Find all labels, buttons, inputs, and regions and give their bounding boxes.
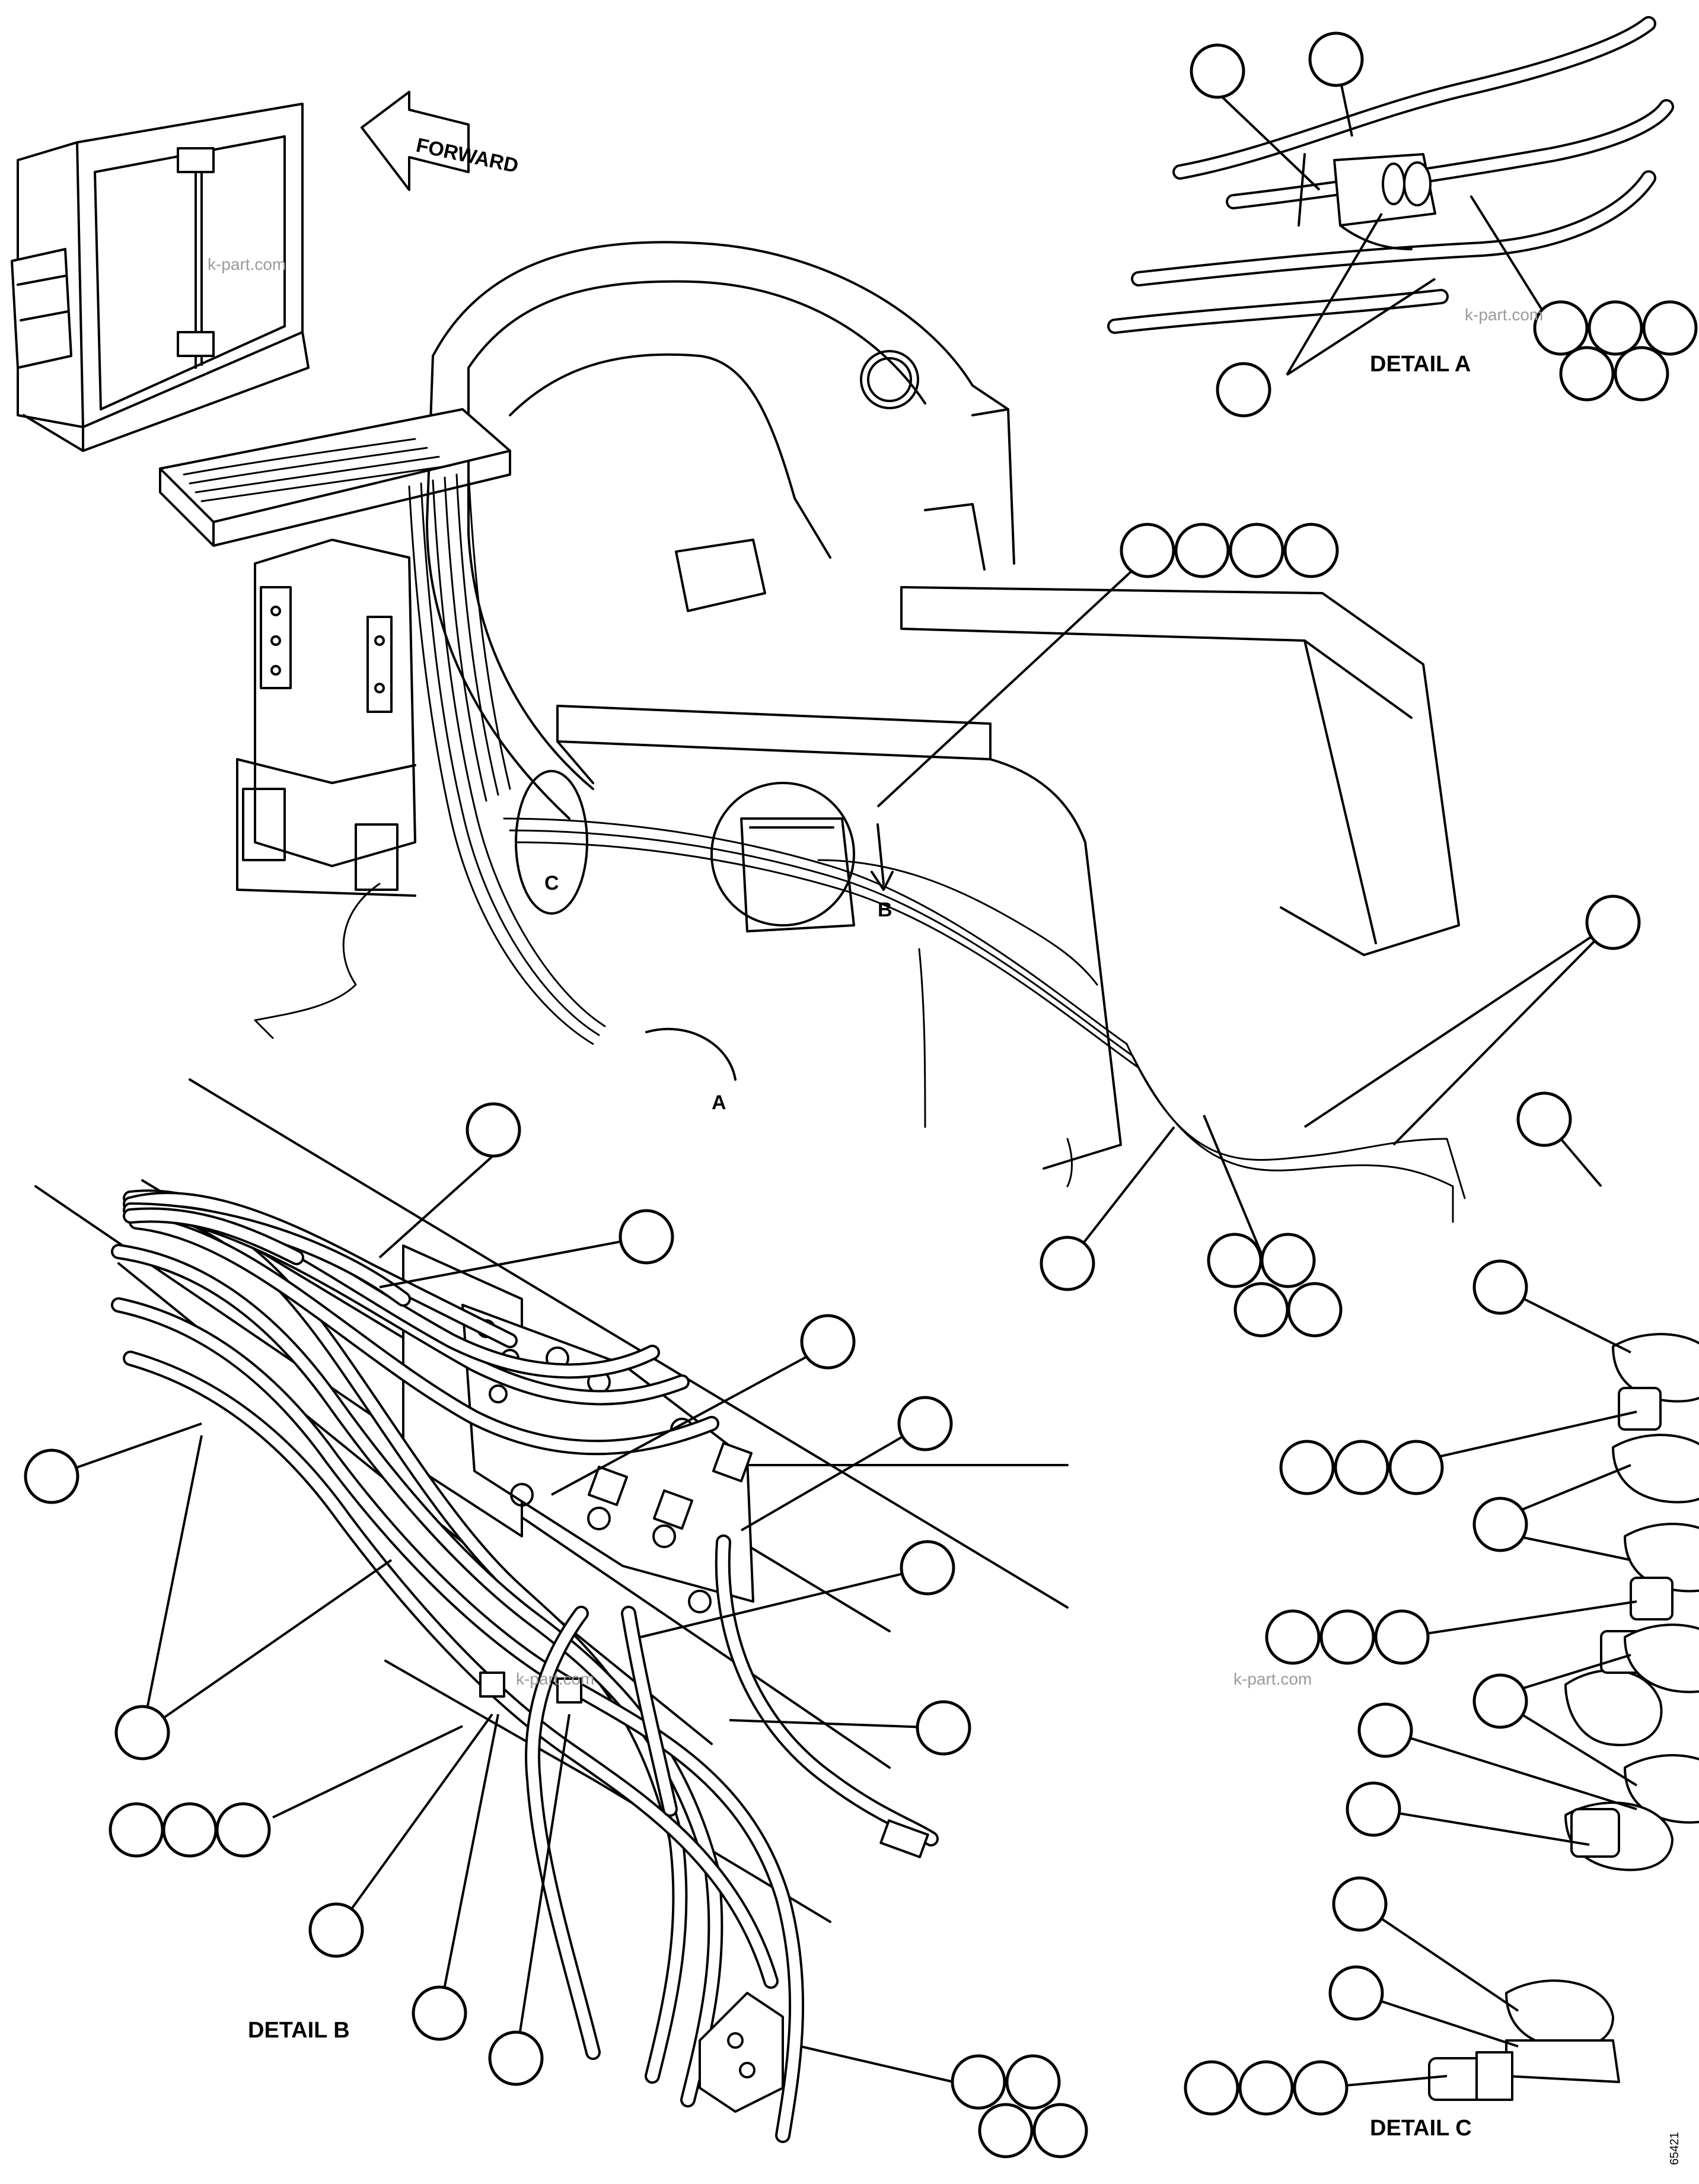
arm-boom — [556, 586, 1460, 1170]
main-assembly: FORWARD — [11, 91, 1466, 1223]
callout-bubble — [1216, 362, 1271, 418]
callout-bubble — [114, 1705, 170, 1760]
callout-bubble — [109, 1802, 164, 1858]
callout-bubble — [1642, 300, 1698, 356]
callout-bubble — [466, 1102, 521, 1158]
clamp-pair-2 — [1624, 1523, 1699, 1693]
callout-bubble — [308, 1902, 364, 1958]
callout-bubble — [1120, 523, 1175, 578]
callout-bubble — [1334, 1440, 1389, 1495]
callout-bubble — [215, 1802, 271, 1858]
callout-bubble — [1040, 1236, 1095, 1291]
drawing-id: 65421 — [1668, 2132, 1681, 2165]
detail-a-title: DETAIL A — [1370, 352, 1471, 377]
callout-bubble — [1238, 2060, 1294, 2116]
callout-bubble — [1190, 43, 1245, 99]
callout-bubble — [1472, 1673, 1528, 1729]
left-housing — [236, 539, 416, 897]
callout-bubble — [951, 2054, 1006, 2110]
callout-bubble — [1588, 300, 1643, 356]
valve-block — [740, 817, 855, 932]
detail-a: DETAIL A — [1107, 16, 1674, 377]
callout-bubble — [24, 1448, 79, 1504]
watermark-text: k-part.com — [1233, 1670, 1312, 1688]
clamp-pair-1 — [1612, 1333, 1699, 1504]
callout-bubble — [1614, 346, 1669, 402]
callout-bubble — [1374, 1609, 1430, 1665]
watermark-text: k-part.com — [208, 255, 286, 273]
view-b-arrow — [871, 823, 894, 891]
callout-bubble — [1308, 31, 1364, 87]
clamp-pair-3 — [1564, 1754, 1699, 1871]
view-c-circle — [515, 770, 588, 915]
callout-bubble — [412, 1985, 467, 2041]
callout-bubble — [488, 2030, 544, 2086]
detail-c-title: DETAIL C — [1370, 2116, 1472, 2141]
hose-tray — [159, 408, 511, 547]
callout-bubble — [900, 1540, 955, 1596]
callout-bubble — [1184, 2060, 1239, 2116]
callout-bubble — [1388, 1440, 1444, 1495]
callout-bubble — [1328, 1965, 1384, 2021]
watermark-text: k-part.com — [1465, 305, 1543, 324]
callout-bubble — [916, 1700, 971, 1756]
callout-bubble — [1229, 523, 1284, 578]
callout-bubble — [1174, 523, 1230, 578]
callout-bubble — [162, 1802, 218, 1858]
callout-bubble — [1279, 1440, 1335, 1495]
callout-bubble — [1283, 523, 1339, 578]
frame-ring — [426, 241, 1015, 820]
callout-bubble — [978, 2103, 1034, 2158]
clamp-stack-lower — [1428, 1979, 1620, 2101]
callout-bubble — [1346, 1781, 1401, 1837]
hose-bundle — [254, 470, 1466, 1223]
callout-bubble — [1287, 1282, 1343, 1338]
callout-bubble — [1516, 1091, 1572, 1147]
view-a-label: A — [712, 1091, 726, 1114]
callout-bubble — [1585, 894, 1641, 950]
forward-arrow: FORWARD — [361, 91, 520, 191]
callout-bubble — [1260, 1233, 1316, 1288]
view-b-label: B — [878, 899, 892, 921]
callout-bubble — [1319, 1609, 1375, 1665]
callout-bubble — [1332, 1876, 1388, 1932]
callout-bubble — [1233, 1282, 1289, 1338]
detail-b: DETAIL B — [34, 1078, 1069, 2143]
callout-bubble — [897, 1396, 953, 1451]
callout-bubble — [1472, 1259, 1528, 1315]
callout-bubble — [1559, 346, 1615, 402]
view-b-circle — [710, 782, 855, 927]
control-box — [11, 103, 310, 452]
view-c-label: C — [544, 872, 559, 894]
callout-bubble — [1472, 1497, 1528, 1552]
detail-b-title: DETAIL B — [248, 2018, 350, 2043]
detail-c: DETAIL C — [1370, 1333, 1699, 2141]
callout-bubble — [619, 1209, 674, 1265]
callout-bubble — [1357, 1702, 1413, 1758]
callout-bubble — [1032, 2103, 1088, 2158]
callout-bubble — [800, 1314, 856, 1370]
callout-bubble — [1005, 2054, 1061, 2110]
callout-bubbles — [24, 31, 1698, 2158]
watermark-text: k-part.com — [516, 1670, 594, 1688]
callout-bubble — [1533, 300, 1589, 356]
callout-bubble — [1265, 1609, 1321, 1665]
callout-bubble — [1207, 1233, 1263, 1288]
callout-bubble — [1293, 2060, 1349, 2116]
view-a-arrow — [645, 1027, 737, 1081]
